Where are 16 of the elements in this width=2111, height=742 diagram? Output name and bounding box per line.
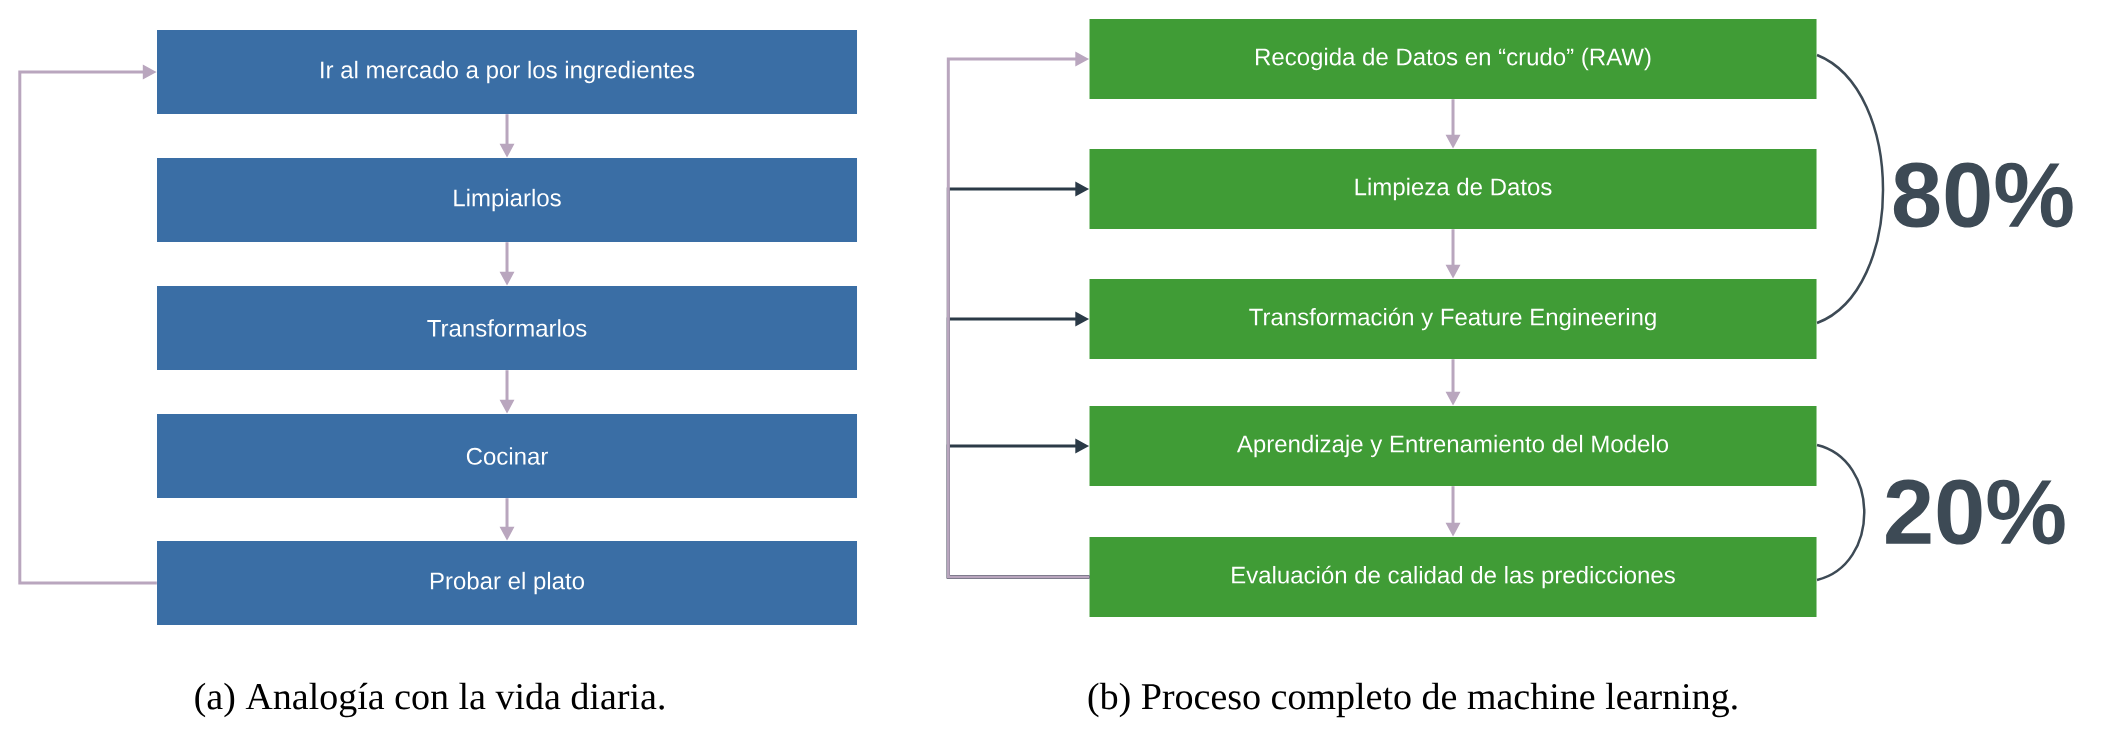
arrow xyxy=(946,51,1090,579)
process-box: Transformación y Feature Engineering xyxy=(1089,279,1817,359)
process-box: Probar el plato xyxy=(157,541,857,625)
caption: (a) Analogía con la vida diaria. xyxy=(195,682,664,718)
percentage-label: 80% xyxy=(1893,162,2073,228)
process-box: Cocinar xyxy=(157,414,857,498)
process-box: Transformarlos xyxy=(157,286,857,370)
process-box: Limpieza de Datos xyxy=(1089,149,1817,229)
percentage-label: 20% xyxy=(1886,479,2065,545)
process-box: Recogida de Datos en “crudo” (RAW) xyxy=(1089,19,1817,99)
process-box: Aprendizaje y Entrenamiento del Modelo xyxy=(1089,406,1817,486)
caption: (b) Proceso completo de machine learning. xyxy=(1088,682,1737,718)
process-box: Ir al mercado a por los ingredientes xyxy=(157,30,857,114)
process-box: Evaluación de calidad de las predicciones xyxy=(1089,537,1817,617)
arrow xyxy=(18,64,157,585)
process-box: Limpiarlos xyxy=(157,158,857,242)
